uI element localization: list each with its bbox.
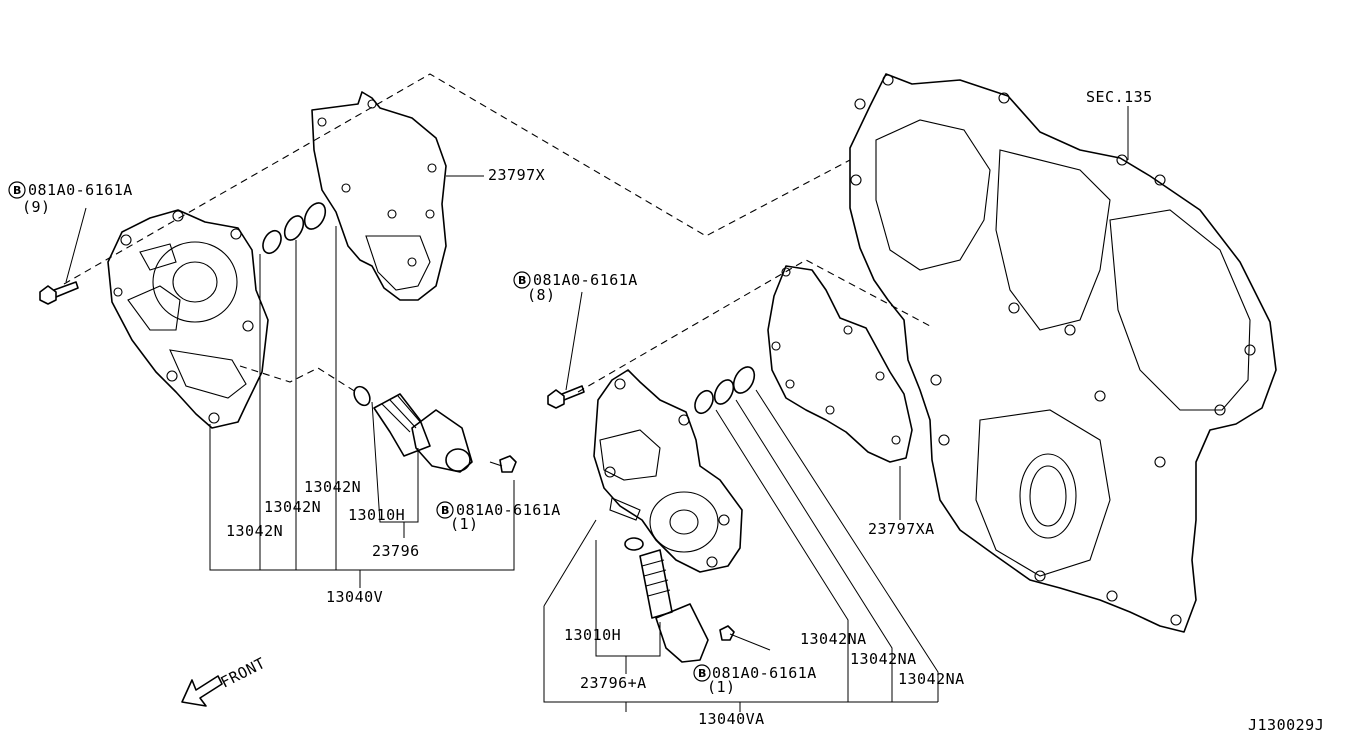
solenoid-23796a (624, 537, 735, 663)
o-rings-13042na (694, 366, 756, 415)
label-bolt-1-left-qty: (1) (450, 515, 479, 533)
right-timing-cover (593, 369, 743, 573)
label-13040v: 13040V (326, 588, 383, 606)
label-13010h-right: 13010H (564, 626, 621, 644)
badge-letter: B (698, 667, 706, 680)
label-23796a: 23796+A (580, 674, 647, 692)
label-13042na-b: 13042NA (850, 650, 917, 668)
bolt-callout-8: B 081A0-6161A (8) (513, 271, 638, 304)
label-bolt-1-right-qty: (1) (707, 678, 736, 696)
label-bolt-1-left: 081A0-6161A (456, 501, 561, 519)
solenoid-23796 (353, 385, 517, 473)
label-13042na-c: 13042NA (898, 670, 965, 688)
label-13042n-c: 13042N (226, 522, 283, 540)
gasket-23797x (311, 91, 447, 301)
leader-lines (65, 106, 1129, 712)
bolt-callout-1-left: B 081A0-6161A (1) (436, 501, 561, 533)
badge-letter: B (441, 504, 449, 517)
label-sec135: SEC.135 (1086, 88, 1153, 106)
label-23797xa: 23797XA (868, 520, 935, 538)
label-bolt-9: 081A0-6161A (28, 181, 133, 199)
label-13042na-a: 13042NA (800, 630, 867, 648)
bolt-callout-1-right: B 081A0-6161A (1) (693, 664, 817, 696)
bolt-9 (39, 281, 79, 305)
badge-letter: B (518, 274, 526, 287)
front-chain-case (849, 73, 1277, 633)
label-bolt-1-right: 081A0-6161A (712, 664, 817, 682)
label-front: FRONT (218, 654, 269, 692)
label-bolt-8-qty: (8) (527, 286, 556, 304)
left-timing-cover (107, 209, 269, 429)
gasket-23797xa (767, 265, 913, 463)
label-bolt-9-qty: (9) (22, 198, 51, 216)
label-13042n-b: 13042N (264, 498, 321, 516)
label-13010h-left: 13010H (348, 506, 405, 524)
label-bolt-8: 081A0-6161A (533, 271, 638, 289)
label-23797x: 23797X (488, 166, 545, 184)
front-arrow: FRONT (181, 654, 269, 707)
diagram-id: J130029J (1248, 716, 1324, 734)
label-23796: 23796 (372, 542, 420, 560)
label-13040va: 13040VA (698, 710, 765, 728)
assembly-dashed-lines (63, 73, 931, 393)
o-rings-13042n (262, 202, 327, 255)
label-13042n-a: 13042N (304, 478, 361, 496)
badge-letter: B (13, 184, 21, 197)
bolt-callout-9: B 081A0-6161A (9) (8, 181, 133, 216)
